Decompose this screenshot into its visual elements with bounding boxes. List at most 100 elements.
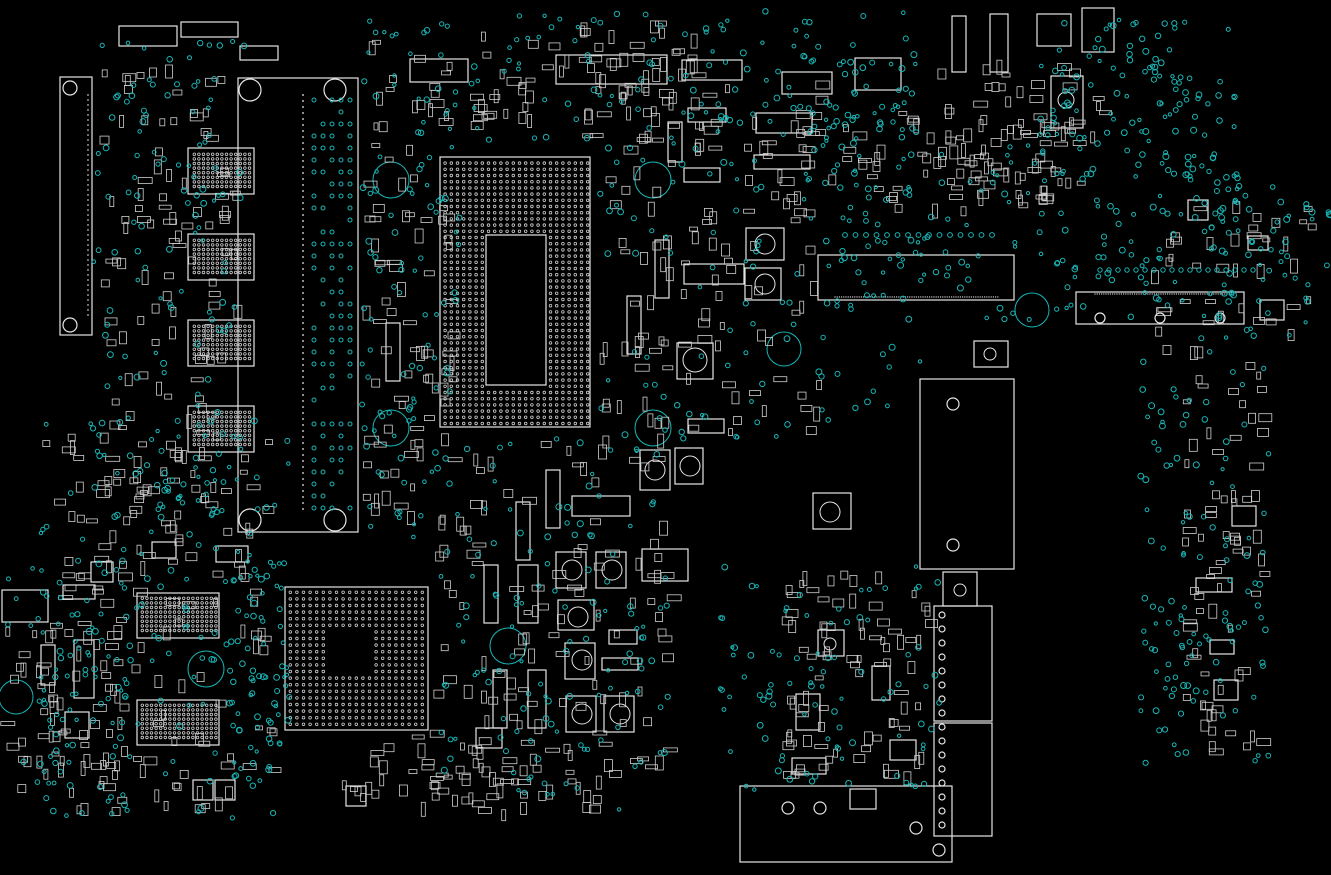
passive-part [1238, 303, 1245, 314]
bga-pad [172, 731, 177, 735]
bga-pad [220, 175, 224, 179]
bga-pad [548, 366, 553, 370]
pin [849, 296, 852, 298]
passive-part [662, 653, 674, 663]
via [441, 195, 449, 202]
passive-part [869, 635, 882, 641]
bga-pad [480, 316, 484, 320]
passive-part [801, 160, 816, 169]
passive-part [410, 483, 416, 492]
bga-pad [308, 696, 312, 700]
passive-part [123, 222, 129, 235]
bga-pad [561, 359, 565, 364]
bga-pad [462, 179, 466, 184]
passive-part [601, 403, 611, 413]
bga-pad [206, 257, 210, 261]
pin [302, 490, 304, 492]
via [843, 619, 851, 626]
via [1195, 91, 1203, 99]
via [38, 530, 44, 536]
passive-part [584, 656, 590, 665]
bga-pad [486, 390, 491, 395]
bga-pad [586, 397, 590, 401]
bga-pad [168, 619, 172, 623]
via [812, 702, 818, 708]
via [1230, 484, 1235, 490]
bga-pad [455, 403, 460, 407]
via [1182, 89, 1189, 96]
via [320, 169, 326, 175]
bga-pad [493, 390, 497, 395]
via [754, 419, 761, 426]
via [311, 361, 317, 367]
passive-part [212, 432, 221, 441]
via [256, 673, 263, 680]
via [222, 260, 228, 266]
pin [1171, 293, 1173, 295]
bga-pad [480, 353, 484, 357]
bga-pad [341, 610, 345, 614]
via [1163, 462, 1170, 469]
via [47, 717, 53, 723]
via [853, 182, 859, 188]
bga-pad [243, 343, 247, 347]
bga-pad [573, 328, 577, 333]
via [311, 457, 317, 463]
via [204, 480, 210, 486]
passive-part [856, 655, 862, 663]
bga-pad [567, 384, 571, 388]
passive-part [153, 159, 162, 175]
via [642, 11, 649, 18]
via [894, 772, 901, 780]
via [773, 434, 779, 439]
bga-pad [573, 366, 577, 370]
bga-pad [542, 192, 546, 196]
via [347, 349, 353, 355]
bga-pad [573, 297, 577, 302]
passive-part [501, 809, 507, 822]
bga-pad [561, 198, 565, 202]
bga-pad [443, 204, 447, 209]
bga-pad [145, 703, 149, 707]
via [1045, 125, 1051, 131]
via [709, 264, 716, 271]
passive-part [447, 331, 461, 340]
via [1142, 267, 1148, 273]
bga-pad [229, 356, 233, 361]
bga-pad [499, 390, 503, 395]
bga-pad [247, 184, 252, 189]
pin [1199, 293, 1202, 295]
bga-pad [400, 650, 405, 654]
via [1069, 131, 1076, 138]
via [1050, 107, 1056, 114]
bga-pad [480, 254, 484, 258]
bga-pad [200, 624, 204, 628]
via [545, 792, 550, 797]
bga-pad [499, 397, 503, 401]
via [461, 639, 466, 644]
via [195, 403, 201, 409]
bga-pad [493, 403, 497, 407]
pin [1133, 293, 1136, 295]
bga-pad [468, 241, 472, 246]
passive-part [233, 304, 243, 319]
via [69, 692, 75, 697]
via [120, 792, 126, 798]
via [851, 89, 857, 95]
bga-pad [158, 712, 163, 717]
bga-pad [414, 590, 418, 594]
pin [302, 148, 304, 150]
via [606, 668, 611, 673]
passive-part [219, 210, 231, 218]
pin [948, 296, 951, 298]
via [736, 119, 744, 126]
bga-pad [387, 709, 391, 713]
bga-pad [474, 279, 478, 283]
bga-pad [158, 731, 163, 735]
passive-part [643, 108, 652, 118]
passive-part [722, 381, 736, 389]
passive-part [640, 462, 650, 472]
via [831, 167, 838, 175]
jack-pin [938, 779, 946, 787]
